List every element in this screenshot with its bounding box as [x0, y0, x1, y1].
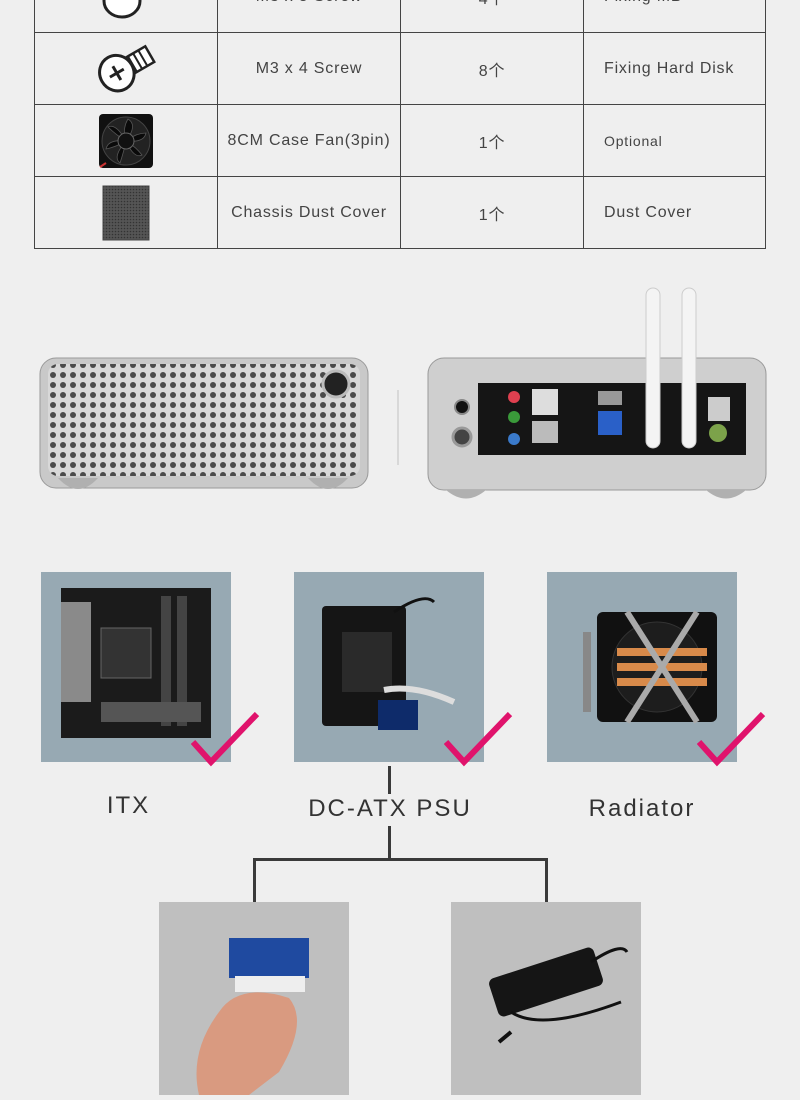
connector-line	[253, 858, 256, 902]
psu-photo	[294, 572, 513, 767]
check-icon	[191, 712, 260, 767]
radiator-photo	[547, 572, 766, 767]
part-qty: 1个	[400, 104, 584, 177]
part-name: M3 x 4 Screw	[217, 32, 401, 105]
screw-icon	[102, 0, 142, 18]
connector-line	[388, 766, 391, 794]
caption-radiator: Radiator	[588, 795, 696, 822]
power-brick-icon	[489, 947, 629, 1044]
part-use: Dust Cover	[583, 176, 766, 249]
connector-line	[545, 858, 548, 902]
screw-icon	[98, 44, 156, 92]
part-use: Optional	[583, 104, 766, 177]
part-use: Fixing MB	[583, 0, 766, 33]
power-brick-photo	[451, 902, 641, 1095]
case-rear-image	[427, 287, 767, 499]
part-qty: 8个	[400, 32, 584, 105]
dc-atx-board-photo	[159, 902, 349, 1095]
table-row: M3 x 5 Screw 4个 Fixing MB	[34, 0, 766, 33]
table-row: M3 x 4 Screw 8个 Fixing Hard Disk	[34, 32, 766, 105]
screw-cell	[34, 0, 218, 33]
caption-itx: ITX	[106, 792, 151, 819]
part-name: 8CM Case Fan(3pin)	[217, 104, 401, 177]
connector-line	[253, 858, 548, 861]
dc-atx-board-icon	[196, 938, 309, 1095]
part-name: M3 x 5 Screw	[217, 0, 401, 33]
motherboard-icon	[61, 588, 211, 738]
check-icon	[697, 712, 766, 767]
itx-photo	[41, 572, 260, 767]
power-adapter-icon	[322, 597, 456, 730]
check-icon	[444, 712, 513, 767]
part-qty: 1个	[400, 176, 584, 249]
table-row: 8CM Case Fan(3pin) 1个 Optional	[34, 104, 766, 177]
part-name: Chassis Dust Cover	[217, 176, 401, 249]
connector-line	[388, 826, 391, 860]
part-use: Fixing Hard Disk	[583, 32, 766, 105]
divider	[397, 390, 399, 465]
case-front-image	[39, 357, 369, 489]
caption-dc-atx-psu: DC-ATX PSU	[308, 795, 472, 822]
fan-icon	[99, 113, 153, 168]
accessory-table: M3 x 5 Screw 4个 Fixing MB M3 x 4 Screw 8…	[34, 0, 766, 249]
part-qty: 4个	[400, 0, 584, 33]
cpu-cooler-icon	[583, 610, 717, 724]
table-row: Chassis Dust Cover 1个 Dust Cover	[34, 176, 766, 249]
dust-cover-icon	[102, 185, 150, 240]
